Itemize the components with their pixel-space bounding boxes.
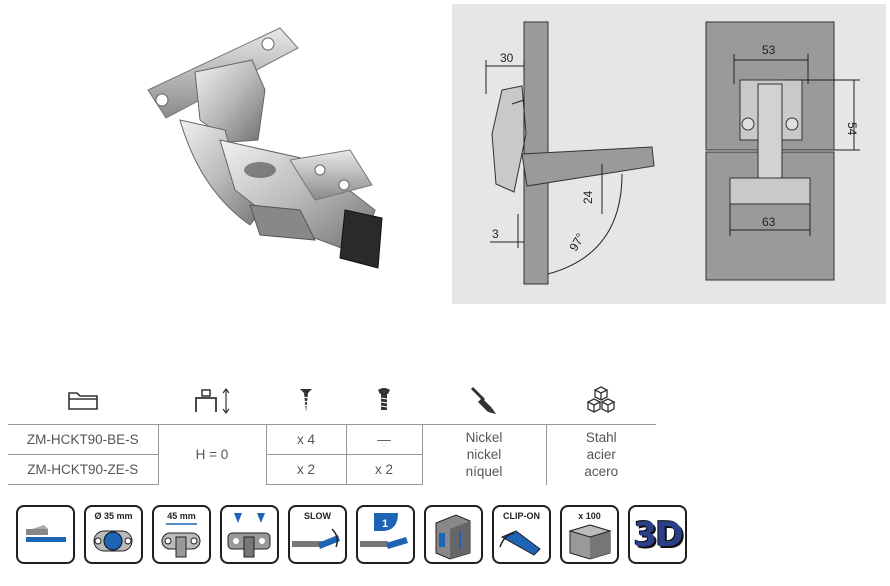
clip-on-label: CLIP-ON <box>503 511 540 521</box>
one-step-icon: 1 <box>356 505 415 564</box>
material-fr: acier <box>586 447 616 463</box>
hinge-product-photo <box>147 27 383 269</box>
dim-63-label: 63 <box>762 215 776 229</box>
finish-cell: Nickel nickel níquel <box>421 424 546 485</box>
folder-icon <box>8 378 158 425</box>
wood-screw-count: x 4 <box>265 424 346 455</box>
dim-30-label: 30 <box>500 51 514 65</box>
dim-53-label: 53 <box>762 43 776 57</box>
machine-screw-icon <box>346 378 422 425</box>
machine-screw-count: x 2 <box>345 454 422 485</box>
material-cell: Stahl acier acero <box>545 424 656 485</box>
dim-54-label: 54 <box>845 122 859 136</box>
plate-distance-label: 45 mm <box>167 511 196 521</box>
table-header-row <box>8 378 656 425</box>
overlay-icon <box>16 505 75 564</box>
dimension-drawing: 30 24 3 97° 53 54 63 <box>485 21 860 285</box>
finish-es: níquel <box>465 464 503 480</box>
table-row: ZM-HCKT90-ZE-S x 2 x 2 <box>8 454 656 485</box>
adjustment-icon <box>424 505 483 564</box>
plate-distance-icon: 45 mm <box>152 505 211 564</box>
hinge-height-icon <box>158 378 266 425</box>
specification-table: ZM-HCKT90-BE-S H = 0 x 4 — Nickel nickel… <box>8 378 656 485</box>
dim-3-label: 3 <box>492 227 499 241</box>
feature-icons-row: Ø 35 mm 45 mm SLOW 1 CLIP-ON x 100 3D <box>16 505 687 564</box>
cubes-icon <box>546 378 656 425</box>
wood-screw-count: x 2 <box>265 454 346 485</box>
product-code: ZM-HCKT90-ZE-S <box>8 454 158 485</box>
technical-drawing-panel: 30 24 3 97° 53 54 63 <box>452 4 886 304</box>
model-3d-icon[interactable]: 3D <box>628 505 687 564</box>
model-3d-label: 3D <box>633 514 684 555</box>
dim-24-label: 24 <box>581 190 595 204</box>
soft-close-icon: SLOW <box>288 505 347 564</box>
height-value: H = 0 <box>157 424 266 485</box>
cup-diameter-icon: Ø 35 mm <box>84 505 143 564</box>
one-step-label: 1 <box>382 518 388 530</box>
finish-de: Nickel <box>465 430 503 446</box>
screw-mounting-icon <box>220 505 279 564</box>
product-code: ZM-HCKT90-BE-S <box>8 424 158 455</box>
clip-on-icon: CLIP-ON <box>492 505 551 564</box>
package-icon: x 100 <box>560 505 619 564</box>
cup-diameter-label: Ø 35 mm <box>94 511 133 521</box>
paint-brush-icon <box>422 378 546 425</box>
angle-97-label: 97° <box>566 231 587 254</box>
finish-fr: nickel <box>466 447 502 463</box>
material-es: acero <box>584 464 619 480</box>
package-label: x 100 <box>578 511 601 521</box>
machine-screw-count: — <box>345 424 422 455</box>
soft-close-label: SLOW <box>304 511 331 521</box>
material-de: Stahl <box>585 430 617 446</box>
wood-screw-icon <box>266 378 346 425</box>
table-row: ZM-HCKT90-BE-S H = 0 x 4 — Nickel nickel… <box>8 424 656 485</box>
